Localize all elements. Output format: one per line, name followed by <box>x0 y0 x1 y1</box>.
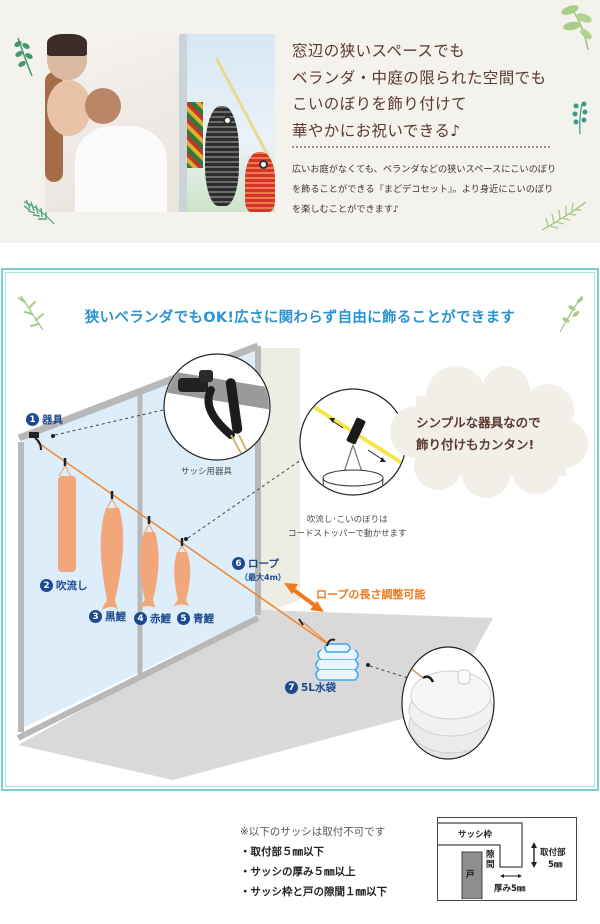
red-koi-shape <box>139 532 159 608</box>
headline-line: 窓辺の狭いスペースでも <box>292 42 466 60</box>
black-koi-shape <box>100 508 124 610</box>
sash-fixture-zoom-circle <box>163 353 271 461</box>
sash-frame-label: サッシ枠 <box>458 830 493 840</box>
bubble-line: シンプルな器具なので <box>416 415 541 430</box>
rope-adjust-label: ロープの長さ調整可能 <box>316 588 426 601</box>
rope-line <box>36 441 334 649</box>
part-label-rope: 6 ロープ <box>232 556 279 571</box>
part-name: ロープ <box>248 558 279 570</box>
part-name: 吹流し <box>56 580 88 592</box>
part-number-badge: 6 <box>232 557 245 570</box>
part-number-badge: 2 <box>40 579 53 592</box>
sash-fixture-caption: サッシ用器具 <box>181 467 233 477</box>
caption-line: 吹流し･こいのぼりは <box>306 515 388 525</box>
caption-line: コードストッパーで動かせます <box>288 529 407 539</box>
headline-line: ベランダ・中庭の限られた空間でも <box>292 68 547 87</box>
notice-item: ・サッシの厚み５㎜以上 <box>240 866 356 878</box>
part-label-fixture: 1 器具 <box>26 412 63 427</box>
cord-stopper-zoom-circle <box>299 388 407 496</box>
berry-sprig-icon <box>572 101 588 135</box>
mount-value: 5㎜ <box>548 860 563 870</box>
leaf-sprig-icon <box>559 295 584 333</box>
fukinagashi-streamer <box>187 102 203 168</box>
leaf-sprig-icon <box>18 295 44 331</box>
cord-stopper-caption: 吹流し･こいのぼりは コードストッパーで動かせます <box>288 513 407 541</box>
notice-item: ・サッシ枠と戸の隙間１㎜以下 <box>240 886 387 898</box>
usage-diagram-panel: 狭いベランダでもOK!広さに関わらず自由に飾ることができます <box>1 268 599 791</box>
headline-line: こいのぼりを飾り付けて <box>292 95 467 113</box>
intro-body-text: 広いお庭がなくても、ベランダなどの狭いスペースにこいのぼりを飾ることができる『ま… <box>292 164 557 215</box>
part-label-red-koi: 4 赤鯉 <box>134 611 171 626</box>
black-koi <box>205 106 239 206</box>
panel-title: 狭いベランダでもOK!広さに関わらず自由に飾ることができます <box>84 310 516 326</box>
koi-eye <box>223 116 232 125</box>
balcony-floor <box>18 610 493 780</box>
window-frame <box>179 34 187 212</box>
part-name: 黒鯉 <box>105 611 126 623</box>
fukinagashi-shape <box>58 476 76 572</box>
part-label-fukinagashi: 2 吹流し <box>40 578 88 593</box>
bubble-line: 飾り付けもカンタン! <box>416 437 535 452</box>
koi-eye <box>259 160 268 169</box>
palm-leaf-icon <box>541 201 587 231</box>
family-koinobori-photo <box>45 34 275 212</box>
water-bag-shape <box>315 638 359 681</box>
bubble-message: シンプルな器具なので 飾り付けもカンタン! <box>416 412 541 456</box>
part-number-badge: 1 <box>26 413 39 426</box>
intro-section: 窓辺の狭いスペースでも ベランダ・中庭の限られた空間でも こいのぼりを飾り付けて… <box>0 0 600 243</box>
leaf-sprig-icon <box>14 37 33 77</box>
sash-dimension-diagram: サッシ枠 戸 隙間 取付部 5㎜ 厚み5㎜ <box>437 817 577 901</box>
headline-line: 華やかにお祝いできる♪ <box>292 121 461 140</box>
speech-cloud <box>390 366 588 498</box>
gap-label: 隙間 <box>486 850 495 870</box>
leaf-branch-icon <box>561 5 592 51</box>
mount-label: 取付部 <box>540 848 566 858</box>
part-label-black-koi: 3 黒鯉 <box>89 609 126 624</box>
part-name: 器具 <box>42 414 63 426</box>
part-number-badge: 4 <box>134 612 147 625</box>
door-label: 戸 <box>466 870 475 880</box>
part-name: 5L水袋 <box>301 682 336 694</box>
part-number-badge: 5 <box>177 612 190 625</box>
fern-leaf-icon <box>23 199 55 225</box>
rope-max-length: （最大4m） <box>240 573 286 582</box>
notice-item: ・取付部５㎜以下 <box>240 846 324 858</box>
water-bag-zoom-circle <box>401 646 495 760</box>
thickness-label: 厚み5㎜ <box>494 884 526 894</box>
part-name: 青鯉 <box>193 613 214 625</box>
family-figure <box>45 34 179 212</box>
part-number-badge: 3 <box>89 610 102 623</box>
balcony-illustration <box>16 342 495 780</box>
part-number-badge: 7 <box>285 681 298 694</box>
intro-headline: 窓辺の狭いスペースでも ベランダ・中庭の限られた空間でも こいのぼりを飾り付けて… <box>292 38 546 144</box>
unsupported-sash-notice: ※以下のサッシは取付不可です ・取付部５㎜以下 ・サッシの厚み５㎜以上 ・サッシ… <box>240 822 387 902</box>
notice-heading: ※以下のサッシは取付不可です <box>240 826 386 838</box>
part-label-blue-koi: 5 青鯉 <box>177 611 214 626</box>
part-label-water-bag: 7 5L水袋 <box>285 680 336 695</box>
dotted-divider <box>292 146 550 148</box>
blue-koi-shape <box>173 552 191 606</box>
part-name: 赤鯉 <box>150 613 171 625</box>
